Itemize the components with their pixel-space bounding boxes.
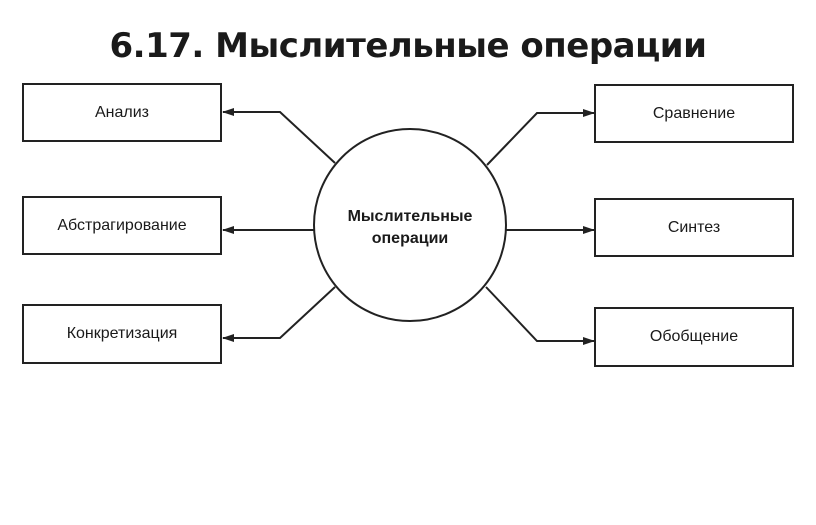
center-label-line2: операции (371, 230, 449, 247)
box-generalization: Обобщение (594, 307, 794, 367)
box-label: Обобщение (649, 328, 739, 345)
arrow-to-comparison (486, 109, 595, 166)
box-label: Синтез (667, 218, 721, 236)
box-analysis: Анализ (22, 83, 222, 142)
center-label-line1: Мыслительные (347, 208, 473, 225)
arrow-to-concretization (222, 286, 336, 342)
box-concretization: Конкретизация (22, 304, 222, 364)
arrow-to-analysis (222, 108, 336, 164)
page-title: 6.17. Мыслительные операции (109, 26, 707, 66)
box-label: Анализ (94, 103, 149, 121)
box-synthesis: Синтез (594, 198, 794, 257)
center-label: Мыслительные операции (320, 206, 500, 250)
center-circle (313, 128, 507, 322)
arrow-to-generalization (485, 286, 595, 345)
box-abstraction: Абстрагирование (22, 196, 222, 255)
box-label: Конкретизация (66, 325, 178, 342)
box-comparison: Сравнение (594, 84, 794, 143)
box-label: Сравнение (652, 104, 736, 122)
box-label: Абстрагирование (57, 216, 187, 234)
